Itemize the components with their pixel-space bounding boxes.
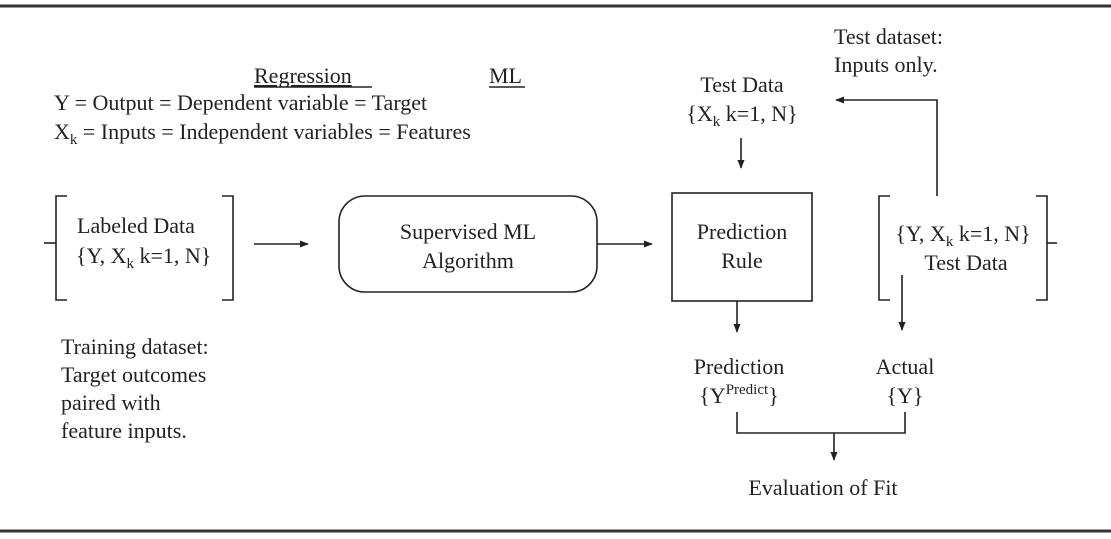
prediction-rule-box <box>671 192 813 302</box>
actual-node: Actual {Y} <box>876 354 935 408</box>
test-data-full-node: {Y, Xk k=1, N} Test Data <box>878 195 1057 301</box>
training-note-line-3: paired with <box>61 390 161 415</box>
legend-line-x: Xk = Inputs = Independent variables = Fe… <box>54 119 471 148</box>
labeled-data-node: Labeled Data {Y, Xk k=1, N} <box>44 195 234 301</box>
ml-heading: ML <box>489 63 522 88</box>
merge-connector <box>736 412 906 434</box>
prediction-title: Prediction <box>694 354 784 379</box>
actual-title: Actual <box>876 354 935 379</box>
training-note-line-4: feature inputs. <box>61 418 187 443</box>
test-data-input-node: Test Data {Xk k=1, N} <box>686 72 797 130</box>
test-dataset-note: Test dataset: Inputs only. <box>834 24 943 77</box>
algorithm-line-2: Algorithm <box>422 248 514 273</box>
right-bracket-close <box>1036 195 1048 301</box>
algorithm-line-1: Supervised ML <box>400 219 536 244</box>
labeled-data-formula: {Y, Xk k=1, N} <box>76 243 211 272</box>
arrow-test-data-to-inputs <box>835 96 938 196</box>
prediction-node: Prediction {YPredict} <box>694 354 784 408</box>
test-note-line-2: Inputs only. <box>834 52 938 77</box>
training-note-line-2: Target outcomes <box>61 362 206 387</box>
test-data-full-formula: {Y, Xk k=1, N} <box>895 221 1030 250</box>
algorithm-box <box>338 195 598 293</box>
test-note-line-1: Test dataset: <box>834 24 943 49</box>
terminology-legend: Regression ML Y = Output = Dependent var… <box>54 63 525 148</box>
evaluation-label: Evaluation of Fit <box>748 475 897 500</box>
actual-formula: {Y} <box>886 383 923 408</box>
regression-heading: Regression <box>254 63 352 88</box>
training-note-line-1: Training dataset: <box>61 334 209 359</box>
test-data-input-title: Test Data <box>700 72 784 97</box>
prediction-formula: {YPredict} <box>699 382 779 408</box>
right-bracket-open <box>878 195 890 301</box>
prediction-rule-line-2: Rule <box>721 248 763 273</box>
test-data-full-title: Test Data <box>924 250 1008 275</box>
legend-line-y: Y = Output = Dependent variable = Target <box>54 90 427 115</box>
test-data-input-formula: {Xk k=1, N} <box>686 101 797 130</box>
left-bracket-open <box>55 195 67 301</box>
labeled-data-title: Labeled Data <box>77 213 195 238</box>
training-dataset-note: Training dataset: Target outcomes paired… <box>61 334 209 443</box>
prediction-rule-node: Prediction Rule <box>671 192 813 302</box>
algorithm-node: Supervised ML Algorithm <box>338 195 598 293</box>
left-bracket-close <box>222 195 234 301</box>
prediction-rule-line-1: Prediction <box>697 219 787 244</box>
